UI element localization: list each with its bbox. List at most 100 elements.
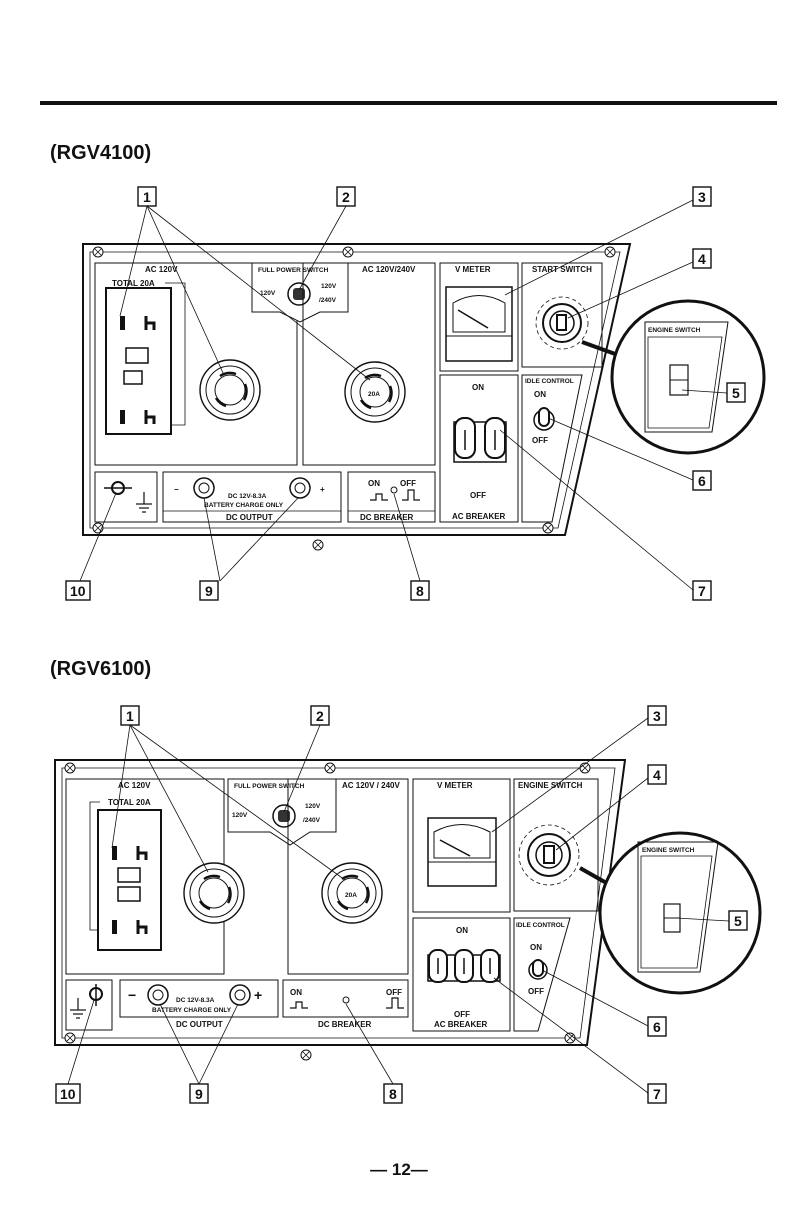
b-callout-5: 5 xyxy=(734,913,742,929)
full-power-switch-toggle[interactable] xyxy=(287,282,311,306)
callout-10: 10 xyxy=(70,583,86,599)
dc-breaker-button[interactable] xyxy=(390,486,398,494)
b-full-power-switch-toggle[interactable] xyxy=(272,804,296,828)
b-idle-on-label: ON xyxy=(530,943,542,952)
switch-120v-label: 120V xyxy=(260,290,276,297)
b-outlet-20a-label: 20A xyxy=(345,892,357,899)
b-ac-120v-label: AC 120V xyxy=(118,781,151,790)
b-callout-3: 3 xyxy=(653,708,661,724)
callout-2: 2 xyxy=(342,189,350,205)
dc-breaker-on-label: ON xyxy=(368,479,380,488)
b-dc-breaker-on-label: ON xyxy=(290,988,302,997)
b-callout-8: 8 xyxy=(389,1086,397,1102)
b-callout-9: 9 xyxy=(195,1086,203,1102)
ac-breaker-switch[interactable] xyxy=(453,417,507,463)
ac-120v-label: AC 120V xyxy=(145,265,178,274)
b-callout-10: 10 xyxy=(60,1086,76,1102)
dc-rating-label: DC 12V-8.3A xyxy=(228,493,267,500)
engine-key-switch[interactable] xyxy=(535,296,589,350)
b-callout-2: 2 xyxy=(316,708,324,724)
b-dc-breaker-off-label: OFF xyxy=(386,988,402,997)
switch-240v-label: /240V xyxy=(319,297,337,304)
v-meter-label: V METER xyxy=(455,265,491,274)
ac-breaker-label: AC BREAKER xyxy=(452,512,506,521)
b-ac-120-240-label: AC 120V / 240V xyxy=(342,781,400,790)
b-engine-switch-label: ENGINE SWITCH xyxy=(518,781,583,790)
battery-charge-label: BATTERY CHARGE ONLY xyxy=(204,502,284,509)
b-dc-positive-terminal[interactable] xyxy=(229,984,251,1006)
dc-positive-terminal[interactable] xyxy=(289,477,311,499)
leader-lines-rgv6100 xyxy=(67,717,730,1094)
idle-control-label: IDLE CONTROL xyxy=(525,378,574,385)
dc-breaker-label: DC BREAKER xyxy=(360,513,414,522)
engine-switch-zoom: ENGINE SWITCH xyxy=(581,299,766,455)
b-dc-minus-sign: − xyxy=(128,987,136,1003)
b-total-20a-label: TOTAL 20A xyxy=(108,798,151,807)
b-idle-control-toggle[interactable] xyxy=(528,959,548,980)
b-v-meter-label: V METER xyxy=(437,781,473,790)
leader-lines-rgv4100 xyxy=(79,199,728,591)
dc-negative-terminal[interactable] xyxy=(193,477,215,499)
gfci-reset-button[interactable] xyxy=(123,370,143,385)
b-idle-off-label: OFF xyxy=(528,987,544,996)
b-callout-7: 7 xyxy=(653,1086,661,1102)
b-ac-breaker-off-label: OFF xyxy=(454,1010,470,1019)
total-20a-label: TOTAL 20A xyxy=(112,279,155,288)
b-ground-terminal[interactable] xyxy=(89,984,103,1006)
callout-3: 3 xyxy=(698,189,706,205)
panel-rgv4100: AC 120V TOTAL 20A FULL POWER SWITCH 120V… xyxy=(65,186,766,601)
b-dc-output-label: DC OUTPUT xyxy=(176,1020,223,1029)
b-twist-lock-outlet-120v[interactable] xyxy=(182,861,246,925)
callout-9: 9 xyxy=(205,583,213,599)
b-idle-control-label: IDLE CONTROL xyxy=(516,922,565,929)
b-ac-breaker-label: AC BREAKER xyxy=(434,1020,488,1029)
b-callout-6: 6 xyxy=(653,1019,661,1035)
model-title-rgv6100: (RGV6100) xyxy=(50,658,152,680)
b-callout-1: 1 xyxy=(126,708,134,724)
full-power-switch-label: FULL POWER SWITCH xyxy=(258,267,329,274)
b-dc-breaker-label: DC BREAKER xyxy=(318,1020,372,1029)
b-engine-switch-zoom-label: ENGINE SWITCH xyxy=(642,847,695,854)
b-ac-breaker-on-label: ON xyxy=(456,926,468,935)
ground-terminal[interactable] xyxy=(104,481,132,495)
callout-boxes-rgv4100: 1 2 3 4 5 6 7 8 9 10 xyxy=(65,186,746,601)
callout-4: 4 xyxy=(698,251,706,267)
idle-on-label: ON xyxy=(534,390,546,399)
b-switch-120v-label: 120V xyxy=(232,812,248,819)
gfci-test-button[interactable] xyxy=(125,347,149,364)
idle-control-toggle[interactable] xyxy=(533,407,555,431)
b-battery-charge-label: BATTERY CHARGE ONLY xyxy=(152,1007,232,1014)
b-dc-negative-terminal[interactable] xyxy=(147,984,169,1006)
callout-boxes-rgv6100: 1 2 3 4 5 6 7 8 9 10 xyxy=(55,705,748,1104)
idle-off-label: OFF xyxy=(532,436,548,445)
b-engine-switch-zoom: ENGINE SWITCH xyxy=(579,831,762,995)
dc-output-label: DC OUTPUT xyxy=(226,513,273,522)
start-switch-label: START SWITCH xyxy=(532,265,592,274)
b-dc-plus-sign: + xyxy=(254,987,262,1003)
model-title-rgv4100: (RGV4100) xyxy=(50,142,152,164)
callout-5: 5 xyxy=(732,385,740,401)
outlet-20a-label: 20A xyxy=(368,391,380,398)
b-callout-4: 4 xyxy=(653,767,661,783)
b-dc-breaker-button[interactable] xyxy=(342,996,350,1004)
b-full-power-switch-label: FULL POWER SWITCH xyxy=(234,783,305,790)
twist-lock-outlet-120v[interactable] xyxy=(198,358,262,422)
callout-8: 8 xyxy=(416,583,424,599)
b-ac-breaker-switch[interactable] xyxy=(427,949,501,983)
ac-120-240-label: AC 120V/240V xyxy=(362,265,416,274)
dc-breaker-off-label: OFF xyxy=(400,479,416,488)
switch-120v-right-label: 120V xyxy=(321,283,337,290)
header-rule xyxy=(40,101,777,105)
page-number: — 12— xyxy=(370,1160,428,1179)
callout-1: 1 xyxy=(143,189,151,205)
dc-minus-sign: − xyxy=(174,485,179,494)
b-switch-240v-label: /240V xyxy=(303,817,321,824)
b-switch-120v-right-label: 120V xyxy=(305,803,321,810)
panel-rgv6100: AC 120V TOTAL 20A FULL POWER SWITCH 120V… xyxy=(54,705,762,1104)
voltmeter-gauge xyxy=(445,286,513,362)
ac-breaker-on-label: ON xyxy=(472,383,484,392)
dc-plus-sign: + xyxy=(320,485,325,494)
callout-6: 6 xyxy=(698,473,706,489)
b-engine-key-switch[interactable] xyxy=(518,824,580,886)
